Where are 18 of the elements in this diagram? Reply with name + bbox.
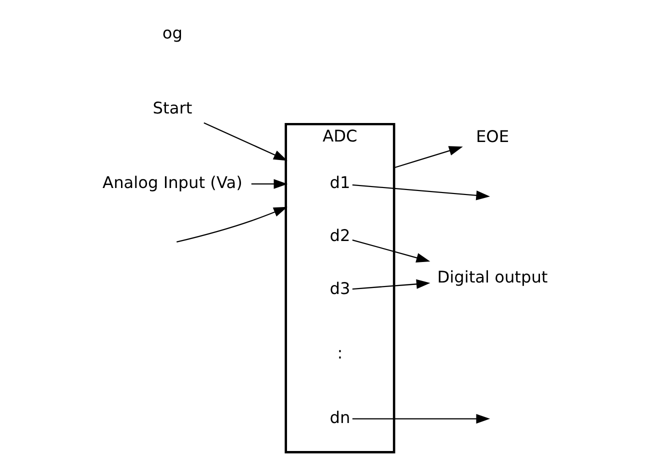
arrow: [176, 206, 288, 242]
node-text: dn: [330, 408, 350, 427]
label: :: [337, 343, 343, 362]
arrow: [394, 146, 463, 168]
arrow: [352, 413, 490, 424]
arrow: [352, 278, 430, 290]
node-text: EOE: [476, 126, 510, 146]
node-text: d1: [330, 172, 350, 192]
node-text: Start: [152, 98, 192, 117]
arrow: [251, 178, 288, 188]
arrow: [352, 184, 490, 200]
node-text: d2: [330, 226, 350, 245]
node-text: Digital output: [437, 267, 548, 286]
node-text: d3: [330, 278, 350, 298]
arrow: [204, 122, 288, 160]
node-text: Analog Input (Va): [102, 172, 242, 192]
label: og: [162, 23, 183, 42]
arrow: [352, 239, 430, 262]
